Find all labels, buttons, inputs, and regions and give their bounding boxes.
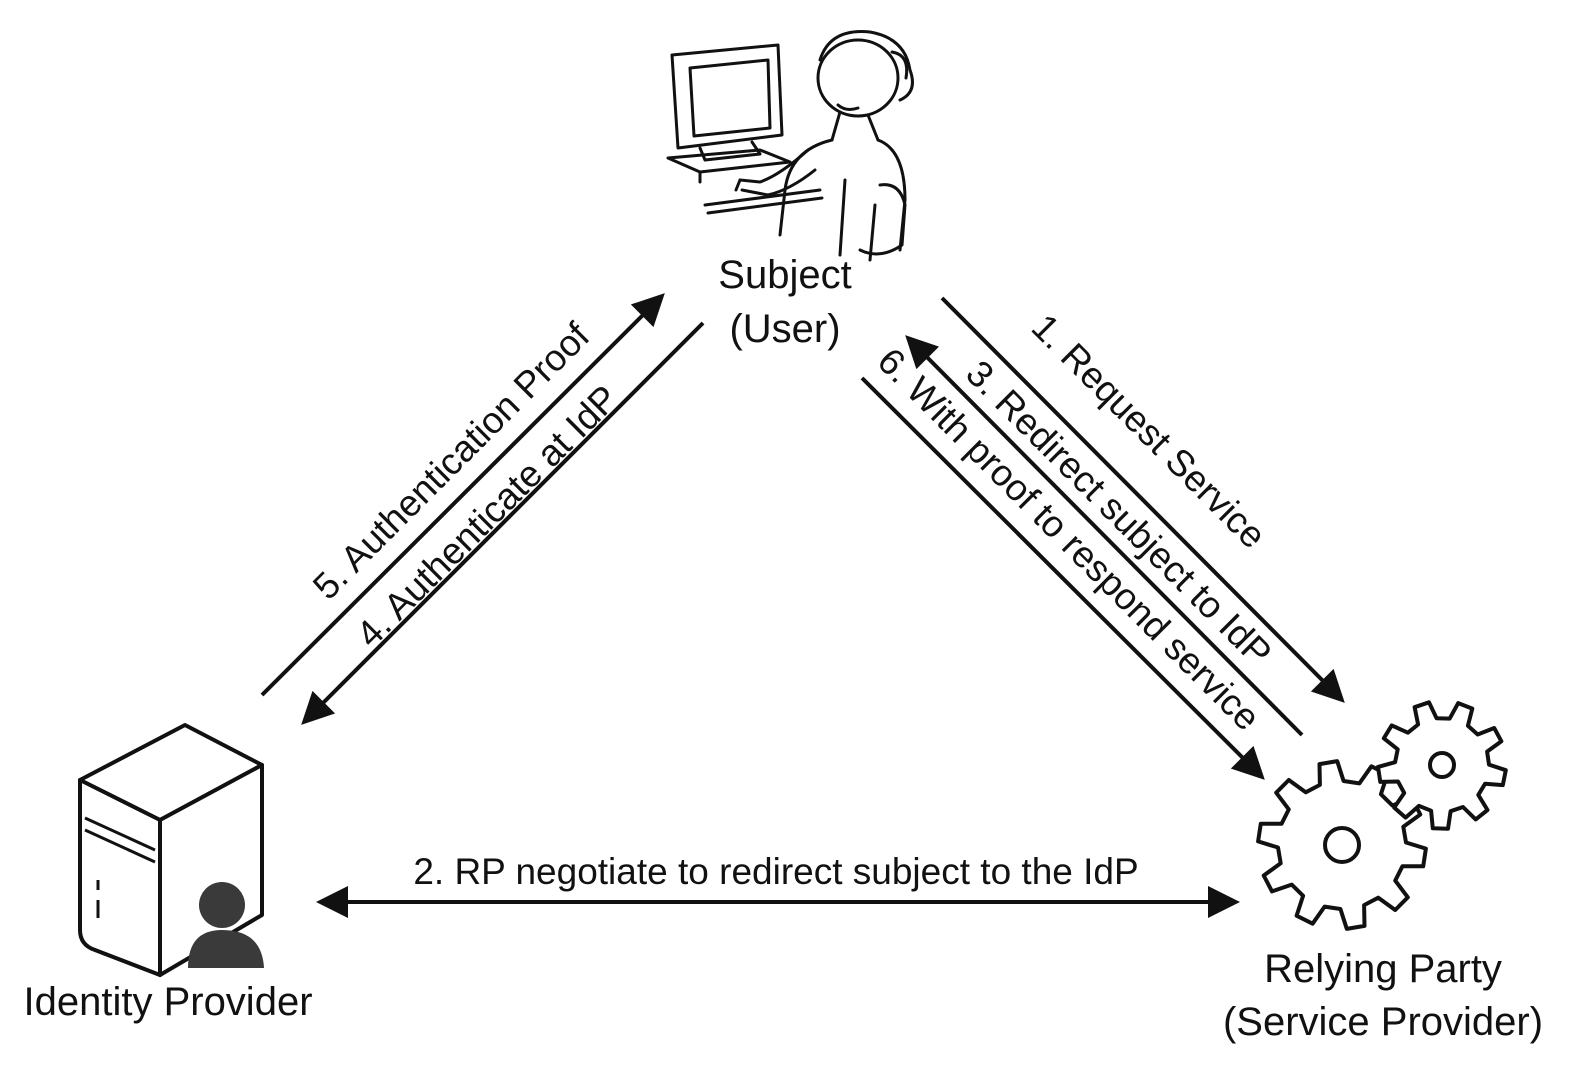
gears-icon [1256,700,1508,931]
rp-subtitle: (Service Provider) [1223,1000,1543,1044]
arrow-step1 [940,296,1345,703]
label-step6: 6. With proof to respond service [870,340,1268,738]
label-step2: 2. RP negotiate to redirect subject to t… [413,851,1138,892]
arrow-step5 [260,293,665,697]
subject-title: Subject [718,253,851,297]
rp-title: Relying Party [1264,947,1502,991]
user-at-computer-icon [666,30,914,262]
arrow-step6 [860,376,1265,780]
person-icon [188,882,264,968]
idp-title: Identity Provider [23,980,312,1024]
subject-subtitle: (User) [729,307,840,351]
arrow-step3 [905,335,1304,737]
arrow-step4 [301,321,705,725]
